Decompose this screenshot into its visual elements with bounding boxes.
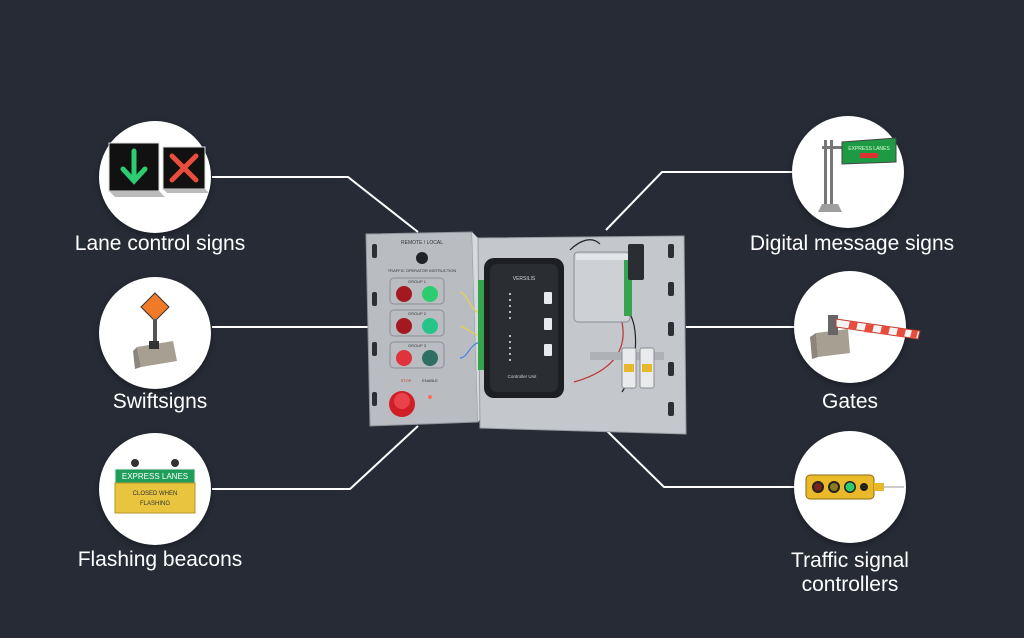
flashing-beacons-circle: EXPRESS LANES CLOSED WHEN FLASHING	[99, 433, 211, 545]
digital-message-signs-icon: EXPRESS LANES	[818, 137, 897, 212]
traffic-signal-controllers-circle	[794, 431, 906, 543]
selector-knob	[416, 252, 428, 264]
flashing-text: FLASHING	[140, 501, 170, 507]
traffic-signal-controllers-icon	[805, 474, 904, 500]
digital-message-signs-label: Digital message signs	[749, 232, 955, 255]
controller-unit-label: Controller Unit	[508, 374, 538, 379]
connector-flashing-beacons	[212, 425, 419, 490]
lane-control-signs-circle	[99, 121, 211, 233]
connector-digital-message	[605, 171, 792, 231]
group2-green-button	[422, 318, 438, 334]
swiftsigns-circle	[99, 277, 211, 389]
svg-text:GROUP 3: GROUP 3	[408, 343, 427, 348]
svg-text:GROUP 1: GROUP 1	[408, 279, 427, 284]
flashing-beacons-icon: EXPRESS LANES CLOSED WHEN FLASHING	[114, 459, 196, 514]
connector-traffic-signal	[603, 427, 794, 488]
gates-circle	[794, 271, 921, 383]
group1-green-button	[422, 286, 438, 302]
digital-sign-text: EXPRESS LANES	[848, 146, 890, 152]
group3-red-button	[396, 350, 412, 366]
traffic-signal-controllers-label: Traffic signal controllers	[791, 549, 909, 596]
svg-text:STOP: STOP	[401, 378, 412, 383]
connector-lane-control	[212, 176, 419, 233]
lane-control-signs-label: Lane control signs	[74, 232, 246, 255]
gates-label: Gates	[821, 390, 879, 413]
closed-when-text: CLOSED WHEN	[133, 491, 178, 497]
lane-control-signs-icon	[108, 142, 209, 197]
swiftsigns-icon	[133, 292, 177, 369]
group3-green-button	[422, 350, 438, 366]
swiftsigns-label: Swiftsigns	[112, 390, 208, 413]
controller-brand: VERSILIS	[513, 276, 536, 282]
svg-text:GROUP 2: GROUP 2	[408, 311, 427, 316]
digital-message-signs-circle: EXPRESS LANES	[792, 116, 904, 228]
group1-red-button	[396, 286, 412, 302]
power-module	[573, 251, 631, 323]
panel-header: REMOTE / LOCAL	[401, 240, 443, 246]
svg-text:ENABLE: ENABLE	[422, 378, 438, 383]
express-lanes-sign-text: EXPRESS LANES	[122, 472, 188, 481]
group2-red-button	[396, 318, 412, 334]
panel-subheader: TRAFFIC OPERATOR INSTRUCTION	[388, 268, 457, 273]
gates-icon	[810, 315, 921, 359]
control-panel: REMOTE / LOCAL TRAFFIC OPERATOR INSTRUCT…	[365, 231, 687, 435]
flashing-beacons-label: Flashing beacons	[77, 548, 243, 571]
